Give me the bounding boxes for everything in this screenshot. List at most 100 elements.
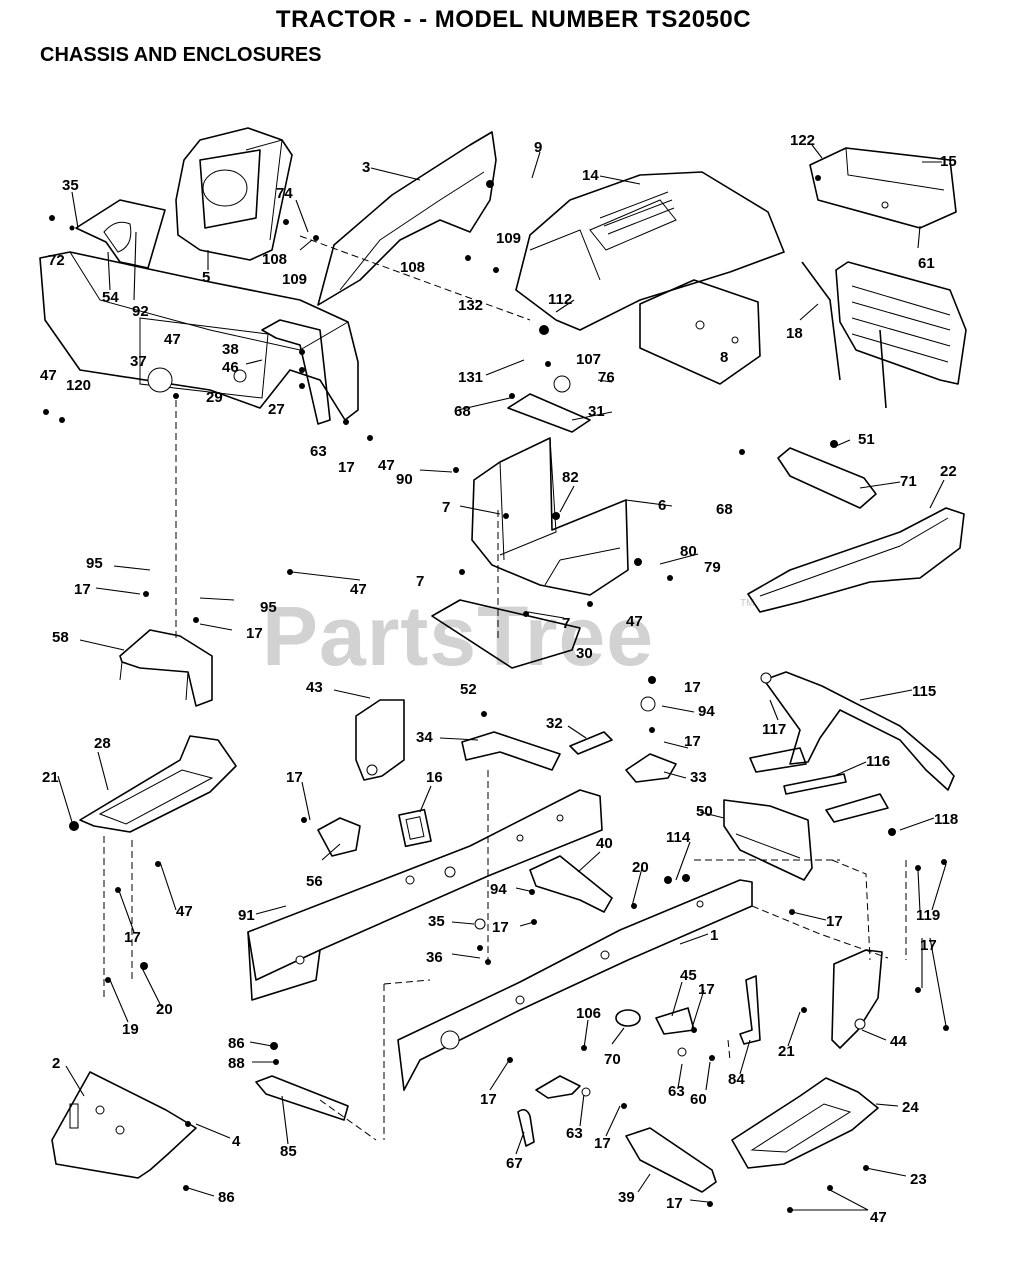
callout-17e: 17 <box>684 733 701 750</box>
callout-40: 40 <box>596 835 613 852</box>
callout-28: 28 <box>94 735 111 752</box>
callout-60: 60 <box>690 1091 707 1108</box>
callout-2: 2 <box>52 1055 60 1072</box>
callout-71: 71 <box>900 473 917 490</box>
callout-54: 54 <box>102 289 119 306</box>
part-bracket-45 <box>655 1007 695 1035</box>
part-dash-panel-5 <box>175 127 293 261</box>
callout-108a: 108 <box>262 251 287 268</box>
callout-58: 58 <box>52 629 69 646</box>
part-bracket-39 <box>625 1127 717 1193</box>
part-frame-91 <box>247 789 603 1001</box>
callout-17c: 17 <box>246 625 263 642</box>
callouts: 35 72 54 92 5 74 108 109 3 9 14 109 108 … <box>40 132 958 1226</box>
part-bracket-85 <box>255 1075 349 1121</box>
part-link-67 <box>517 1075 581 1147</box>
callout-91: 91 <box>238 907 255 924</box>
callout-7b: 7 <box>416 573 424 590</box>
callout-107: 107 <box>576 351 601 368</box>
callout-109b: 109 <box>496 230 521 247</box>
part-bracket-71 <box>777 447 877 509</box>
callout-82: 82 <box>562 469 579 486</box>
part-bracket-31 <box>507 393 591 433</box>
part-bracket-34 <box>461 731 561 771</box>
callout-67: 67 <box>506 1155 523 1172</box>
part-hood-37 <box>39 251 359 421</box>
callout-122: 122 <box>790 132 815 149</box>
callout-20a: 20 <box>632 859 649 876</box>
callout-35b: 35 <box>428 913 445 930</box>
callout-47e: 47 <box>350 581 367 598</box>
callout-85: 85 <box>280 1143 297 1160</box>
callout-90: 90 <box>396 471 413 488</box>
callout-14: 14 <box>582 167 599 184</box>
leader-lines <box>57 144 947 1211</box>
callout-17b: 17 <box>74 581 91 598</box>
callout-61: 61 <box>918 255 935 272</box>
part-bar-115 <box>749 671 955 823</box>
callout-109a: 109 <box>282 271 307 288</box>
callout-63c: 63 <box>566 1125 583 1142</box>
callout-36: 36 <box>426 949 443 966</box>
callout-56: 56 <box>306 873 323 890</box>
callout-70: 70 <box>604 1051 621 1068</box>
callout-22: 22 <box>940 463 957 480</box>
callout-21b: 21 <box>778 1043 795 1060</box>
callout-63b: 63 <box>668 1083 685 1100</box>
callout-115: 115 <box>912 683 936 700</box>
callout-43: 43 <box>306 679 323 696</box>
watermark-tm: TM <box>740 598 755 609</box>
callout-47c: 47 <box>378 457 395 474</box>
callout-117: 117 <box>762 721 786 738</box>
callout-92: 92 <box>132 303 149 320</box>
callout-63a: 63 <box>310 443 327 460</box>
callout-33: 33 <box>690 769 707 786</box>
callout-39: 39 <box>618 1189 635 1206</box>
callout-5: 5 <box>202 269 210 286</box>
callout-17g: 17 <box>124 929 141 946</box>
callout-118: 118 <box>934 811 958 828</box>
part-plate-30 <box>431 599 581 669</box>
callout-30: 30 <box>576 645 593 662</box>
page-title: TRACTOR - - MODEL NUMBER TS2050C <box>275 6 752 33</box>
callout-131: 131 <box>458 369 483 386</box>
callout-4: 4 <box>232 1133 241 1150</box>
callout-68a: 68 <box>454 403 471 420</box>
callout-106: 106 <box>576 1005 601 1022</box>
callout-45: 45 <box>680 967 697 984</box>
alignment-lines <box>103 235 907 1141</box>
callout-7a: 7 <box>442 499 450 516</box>
callout-18: 18 <box>786 325 803 342</box>
callout-120: 120 <box>66 377 91 394</box>
callout-29: 29 <box>206 389 223 406</box>
callout-68b: 68 <box>716 501 733 518</box>
callout-34: 34 <box>416 729 433 746</box>
callout-17n: 17 <box>666 1195 683 1212</box>
part-hood-14 <box>515 171 785 331</box>
callout-38: 38 <box>222 341 239 358</box>
callout-88: 88 <box>228 1055 245 1072</box>
callout-17f: 17 <box>286 769 303 786</box>
part-clip-32 <box>569 731 613 755</box>
callout-19: 19 <box>122 1021 139 1038</box>
part-bracket-43 <box>355 699 405 781</box>
callout-17i: 17 <box>826 913 843 930</box>
callout-47a: 47 <box>164 331 181 348</box>
callout-32: 32 <box>546 715 563 732</box>
part-bracket-33 <box>625 753 677 783</box>
callout-17m: 17 <box>594 1135 611 1152</box>
callout-86a: 86 <box>228 1035 245 1052</box>
callout-44: 44 <box>890 1033 907 1050</box>
callout-72: 72 <box>48 252 65 269</box>
callout-112: 112 <box>548 291 572 308</box>
callout-52: 52 <box>460 681 477 698</box>
callout-50: 50 <box>696 803 713 820</box>
callout-114: 114 <box>666 829 691 846</box>
callout-17j: 17 <box>920 937 937 954</box>
callout-47f: 47 <box>176 903 193 920</box>
callout-1: 1 <box>710 927 718 944</box>
part-footrest-24 <box>731 1077 879 1169</box>
callout-47d: 47 <box>626 613 643 630</box>
